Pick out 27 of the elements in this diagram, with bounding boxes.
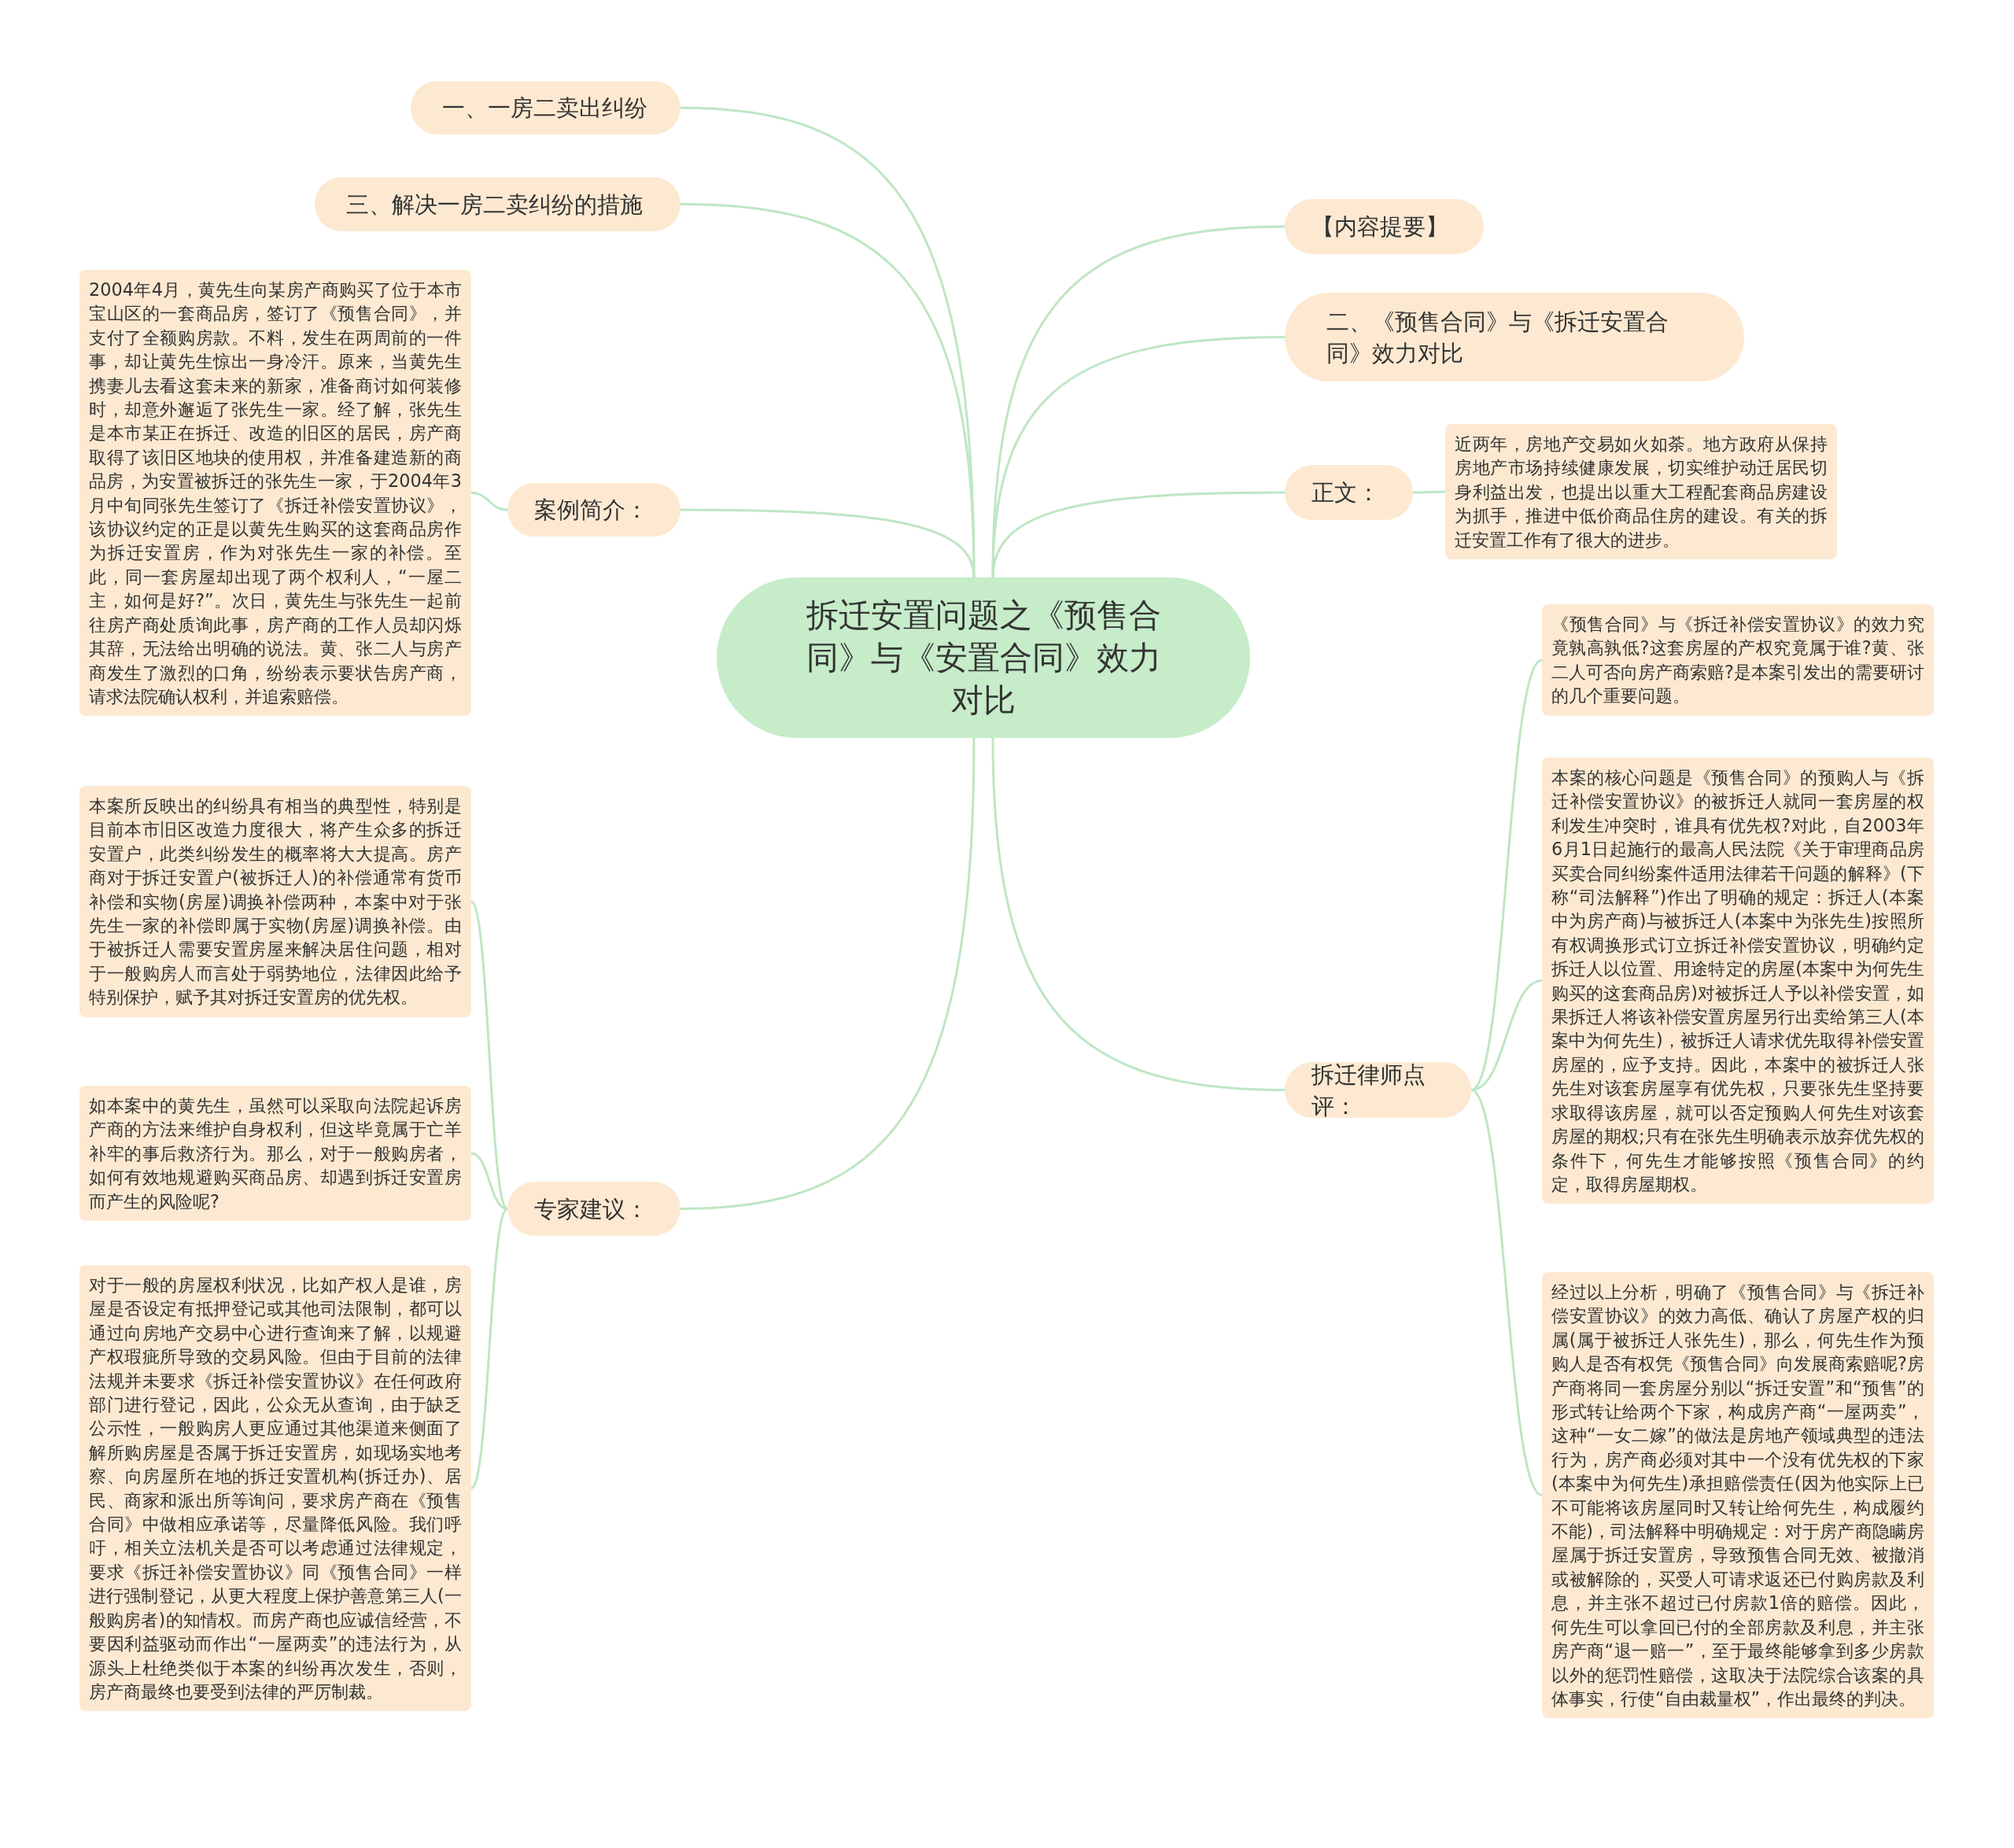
topic-pill: 一、一房二卖出纠纷 — [411, 81, 681, 135]
text-card: 对于一般的房屋权利状况，比如产权人是谁，房屋是否设定有抵押登记或其他司法限制，都可以通过向房地产交易中心进行查询来了解，以规避产权瑕疵所导致的交易风险。但由于目前的法律法规并未要求《拆迁补偿安置协议》在任何政府部门进行登记，因此，公众无从查询，由于缺乏公示性，一般购房人更应通过其他渠道来侧面了解所购房屋是否属于拆迁安置房，如现场实地考察、向房屋所在地的拆迁安置机构(拆迁办)、居民、商家和派出所等询问，要求房产商在《预售合同》中做相应承诺等，尽量降低风险。我们呼吁，相关立法机关是否可以考虑通过法律规定，要求《拆迁补偿安置协议》同《预售合同》一样进行强制登记，从更大程度上保护善意第三人(一般购房者)的知情权。而房产商也应诚信经营，不要因利益驱动而作出“一屋两卖”的违法行为，从源头上杜绝类似于本案的纠纷再次发生，否则，房产商最终也要受到法律的严厉制裁。 — [79, 1265, 471, 1712]
connector-line — [470, 1208, 509, 1489]
connector-line — [681, 508, 976, 578]
connector-line — [991, 225, 1285, 578]
connector-line — [991, 737, 1285, 1091]
text-card: 本案的核心问题是《预售合同》的预购人与《拆迁补偿安置协议》的被拆迁人就同一套房屋的权利发生冲突时，谁具有优先权?对此，自2003年6月1日起施行的最高人民法院《关于审理商品房买卖合同纠纷案件适用法律若干问题的解释》(下称“司法解释”)作出了明确的规定：拆迁人(本案中为房产商)与被拆迁人(本案中为张先生)按照所有权调换形式订立拆迁补偿安置协议，明确约定拆迁人以位置、用途特定的房屋(本案中为何先生购买的这套商品房)对被拆迁人予以补偿安置，如果拆迁人将该补偿安置房屋另行出卖给第三人(本案中为何先生)，被拆迁人请求优先取得补偿安置房屋的，应予支持。因此，本案中的被拆迁人张先生对该套房屋享有优先权，只要张先生坚持要求取得该房屋，就可以否定预购人何先生对该套房屋的期权;只有在张先生明确表示放弃优先权的条件下，何先生才能够按照《预售合同》的约定，取得房屋期权。 — [1542, 758, 1934, 1204]
text-card: 《预售合同》与《拆迁补偿安置协议》的效力究竟孰高孰低?这套房屋的产权究竟属于谁?黄、张二人可否向房产商索赔?是本案引发出的需要研讨的几个重要问题。 — [1542, 604, 1934, 716]
topic-pill: 【内容提要】 — [1285, 199, 1484, 254]
topic-pill: 拆迁律师点评： — [1285, 1062, 1471, 1118]
connector-line — [470, 901, 509, 1210]
text-card: 近两年，房地产交易如火如荼。地方政府从保持房地产市场持续健康发展，切实维护动迁居民切身利益出发，也提出以重大工程配套商品房建设为抓手，推进中低价商品住房的建设。有关的拆迁安置工作有了很大的进步。 — [1445, 424, 1837, 560]
text-card: 经过以上分析，明确了《预售合同》与《拆迁补偿安置协议》的效力高低、确认了房屋产权的归属(属于被拆迁人张先生)，那么，何先生作为预购人是否有权凭《预售合同》向发展商索赔呢?房产商将同一套房屋分别以“拆迁安置”和“预售”的形式转让给两个下家，构成房产商“一屋两卖”，这种“一女二嫁”的做法是房地产领域典型的违法行为，房产商必须对其中一个没有优先权的下家(本案中为何先生)承担赔偿责任(因为他实际上已不可能将该房屋同时又转让给何先生，构成履约不能)，司法解释中明确规定：对于房产商隐瞒房屋属于拆迁安置房，导致预售合同无效、被撤消或被解除的，买受人可请求返还已付购房款及利息，并主张不超过已付房款1倍的赔偿。因此，何先生可以拿回已付的全部房款及利息，并主张房产商“退一赔一”，至于最终能够拿到多少房款以外的惩罚性赔偿，这取决于法院综合该案的具体事实，行使“自由裁量权”，作出最终的判决。 — [1542, 1272, 1934, 1719]
text-card: 本案所反映出的纠纷具有相当的典型性，特别是目前本市旧区改造力度很大，将产生众多的拆迁安置户，此类纠纷发生的概率将大大提高。房产商对于拆迁安置户(被拆迁人)的补偿通常有货币补偿和实物(房屋)调换补偿两种，本案中对于张先生一家的补偿即属于实物(房屋)调换补偿。由于被拆迁人需要安置房屋来解决居住问题，相对于一般购房人而言处于弱势地位，法律因此给予特别保护，赋予其对拆迁安置房的优先权。 — [79, 786, 471, 1017]
topic-pill: 专家建议： — [507, 1182, 681, 1236]
topic-pill: 三、解决一房二卖纠纷的措施 — [315, 177, 681, 231]
connector-line — [470, 492, 508, 511]
connector-line — [991, 491, 1285, 578]
connector-line — [1470, 1089, 1544, 1496]
topic-pill: 正文： — [1285, 465, 1413, 520]
topic-pill: 二、《预售合同》与《拆迁安置合同》效力对比 — [1285, 293, 1744, 382]
central-topic: 拆迁安置问题之《预售合同》与《安置合同》效力对比 — [717, 577, 1250, 738]
text-card: 2004年4月，黄先生向某房产商购买了位于本市宝山区的一套商品房，签订了《预售合同》，并支付了全额购房款。不料，发生在两周前的一件事，却让黄先生惊出一身冷汗。原来，当黄先生携妻儿去看这套未来的新家，准备商讨如何装修时，却意外邂逅了张先生一家。经了解，张先生是本市某正在拆迁、改造的旧区的居民，房产商取得了该旧区地块的使用权，并准备建造新的商品房，为安置被拆迁的张先生一家，于2004年3月中旬同张先生签订了《拆迁补偿安置协议》，该协议约定的正是以黄先生购买的这套商品房作为拆迁安置房，作为对张先生一家的补偿。至此，同一套房屋却出现了两个权利人，“一屋二主，如何是好?”。次日，黄先生与张先生一起前往房产商处质询此事，房产商的工作人员却闪烁其辞，无法给出明确的说法。黄、张二人与房产商发生了激烈的口角，纷纷表示要状告房产商，请求法院确认权利，并追索赔偿。 — [79, 270, 471, 717]
connector-line — [680, 737, 976, 1210]
text-card: 如本案中的黄先生，虽然可以采取向法院起诉房产商的方法来维护自身权利，但这毕竟属于亡羊补牢的事后救济行为。那么，对于一般购房者，如何有效地规避购买商品房、却遇到拆迁安置房而产生的风险呢? — [79, 1086, 471, 1222]
connector-line — [1413, 490, 1445, 494]
topic-pill: 案例简介： — [507, 483, 681, 537]
